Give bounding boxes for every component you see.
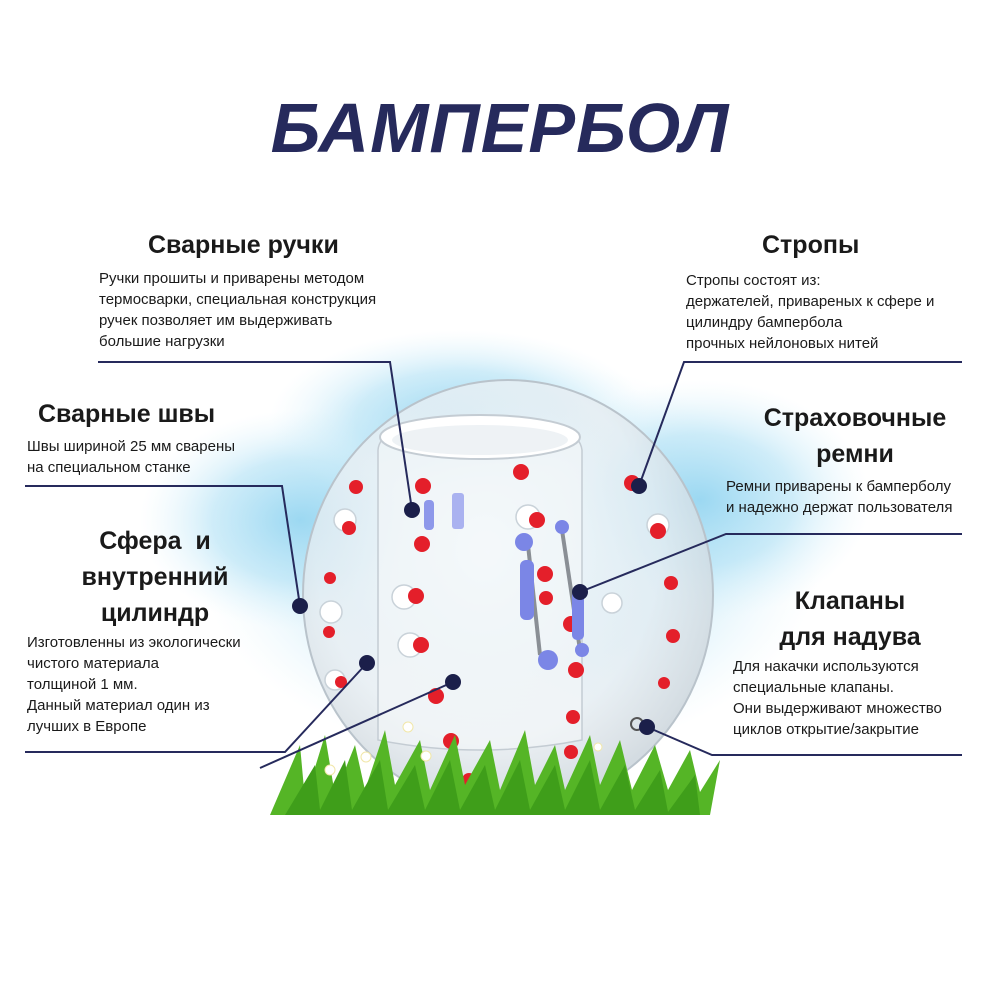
safety-belts-description: Ремни приварены к бамперболу и надежно д… (726, 476, 952, 518)
welded-seams-heading: Сварные швы (38, 400, 216, 428)
description-line: Для накачки используются (733, 658, 919, 675)
heading-line: ремни (816, 440, 894, 468)
description-line: Ремни приварены к бамперболу (726, 478, 952, 495)
bumperball (302, 379, 714, 811)
description-line: циклов открытие/закрытие (733, 721, 919, 738)
description-line: чистого материала (27, 655, 159, 672)
heading-line: для надува (779, 623, 921, 651)
sphere-heading: Сфера и внутренний цилиндр (30, 523, 280, 631)
heading-line: Страховочные (763, 404, 947, 432)
description-line: термосварки, специальная конструкция (99, 291, 377, 308)
safety-belts-heading: Страховочные ремни (735, 400, 975, 472)
description-line: на специальном станке (27, 459, 191, 476)
page-title: БАМПЕРБОЛ (270, 89, 730, 167)
description-line: и надежно держат пользователя (726, 499, 953, 516)
description-line: лучших в Европе (27, 718, 147, 735)
description-line: держателей, привареных к сфере и (686, 293, 935, 310)
grass (270, 721, 720, 815)
heading-line: цилиндр (100, 599, 210, 627)
callout-dots (292, 478, 655, 735)
straps (424, 493, 644, 731)
slings-description: Стропы состоят из: держателей, приварены… (686, 270, 934, 354)
description-line: ручек позволяет им выдерживать (99, 312, 333, 329)
description-line: Изготовленны из экологически (27, 634, 241, 651)
valves-description: Для накачки используются специальные кла… (733, 656, 942, 740)
description-line: большие нагрузки (99, 333, 225, 350)
description-line: Стропы состоят из: (686, 272, 821, 289)
sphere-description: Изготовленны из экологически чистого мат… (27, 632, 241, 737)
description-line: специальные клапаны. (733, 679, 894, 696)
callout-lines (25, 361, 962, 769)
description-line: Данный материал один из (27, 697, 210, 714)
description-line: Ручки прошиты и приварены методом (99, 270, 365, 287)
heading-line: Сфера и (99, 527, 211, 555)
slings-heading: Стропы (762, 231, 860, 259)
description-line: Швы шириной 25 мм сварены (27, 438, 236, 455)
description-line: Они выдерживают множество (733, 700, 942, 717)
description-line: толщиной 1 мм. (27, 676, 138, 693)
welded-handles-heading: Сварные ручки (148, 231, 339, 259)
heading-line: Клапаны (794, 587, 906, 615)
valves-heading: Клапаны для надува (735, 583, 965, 655)
description-line: цилиндру бампербола (686, 314, 843, 331)
description-line: прочных нейлоновых нитей (686, 335, 879, 352)
welded-seams-description: Швы шириной 25 мм сварены на специальном… (27, 436, 235, 478)
welded-handles-description: Ручки прошиты и приварены методом термос… (99, 268, 376, 352)
heading-line: внутренний (81, 563, 229, 591)
